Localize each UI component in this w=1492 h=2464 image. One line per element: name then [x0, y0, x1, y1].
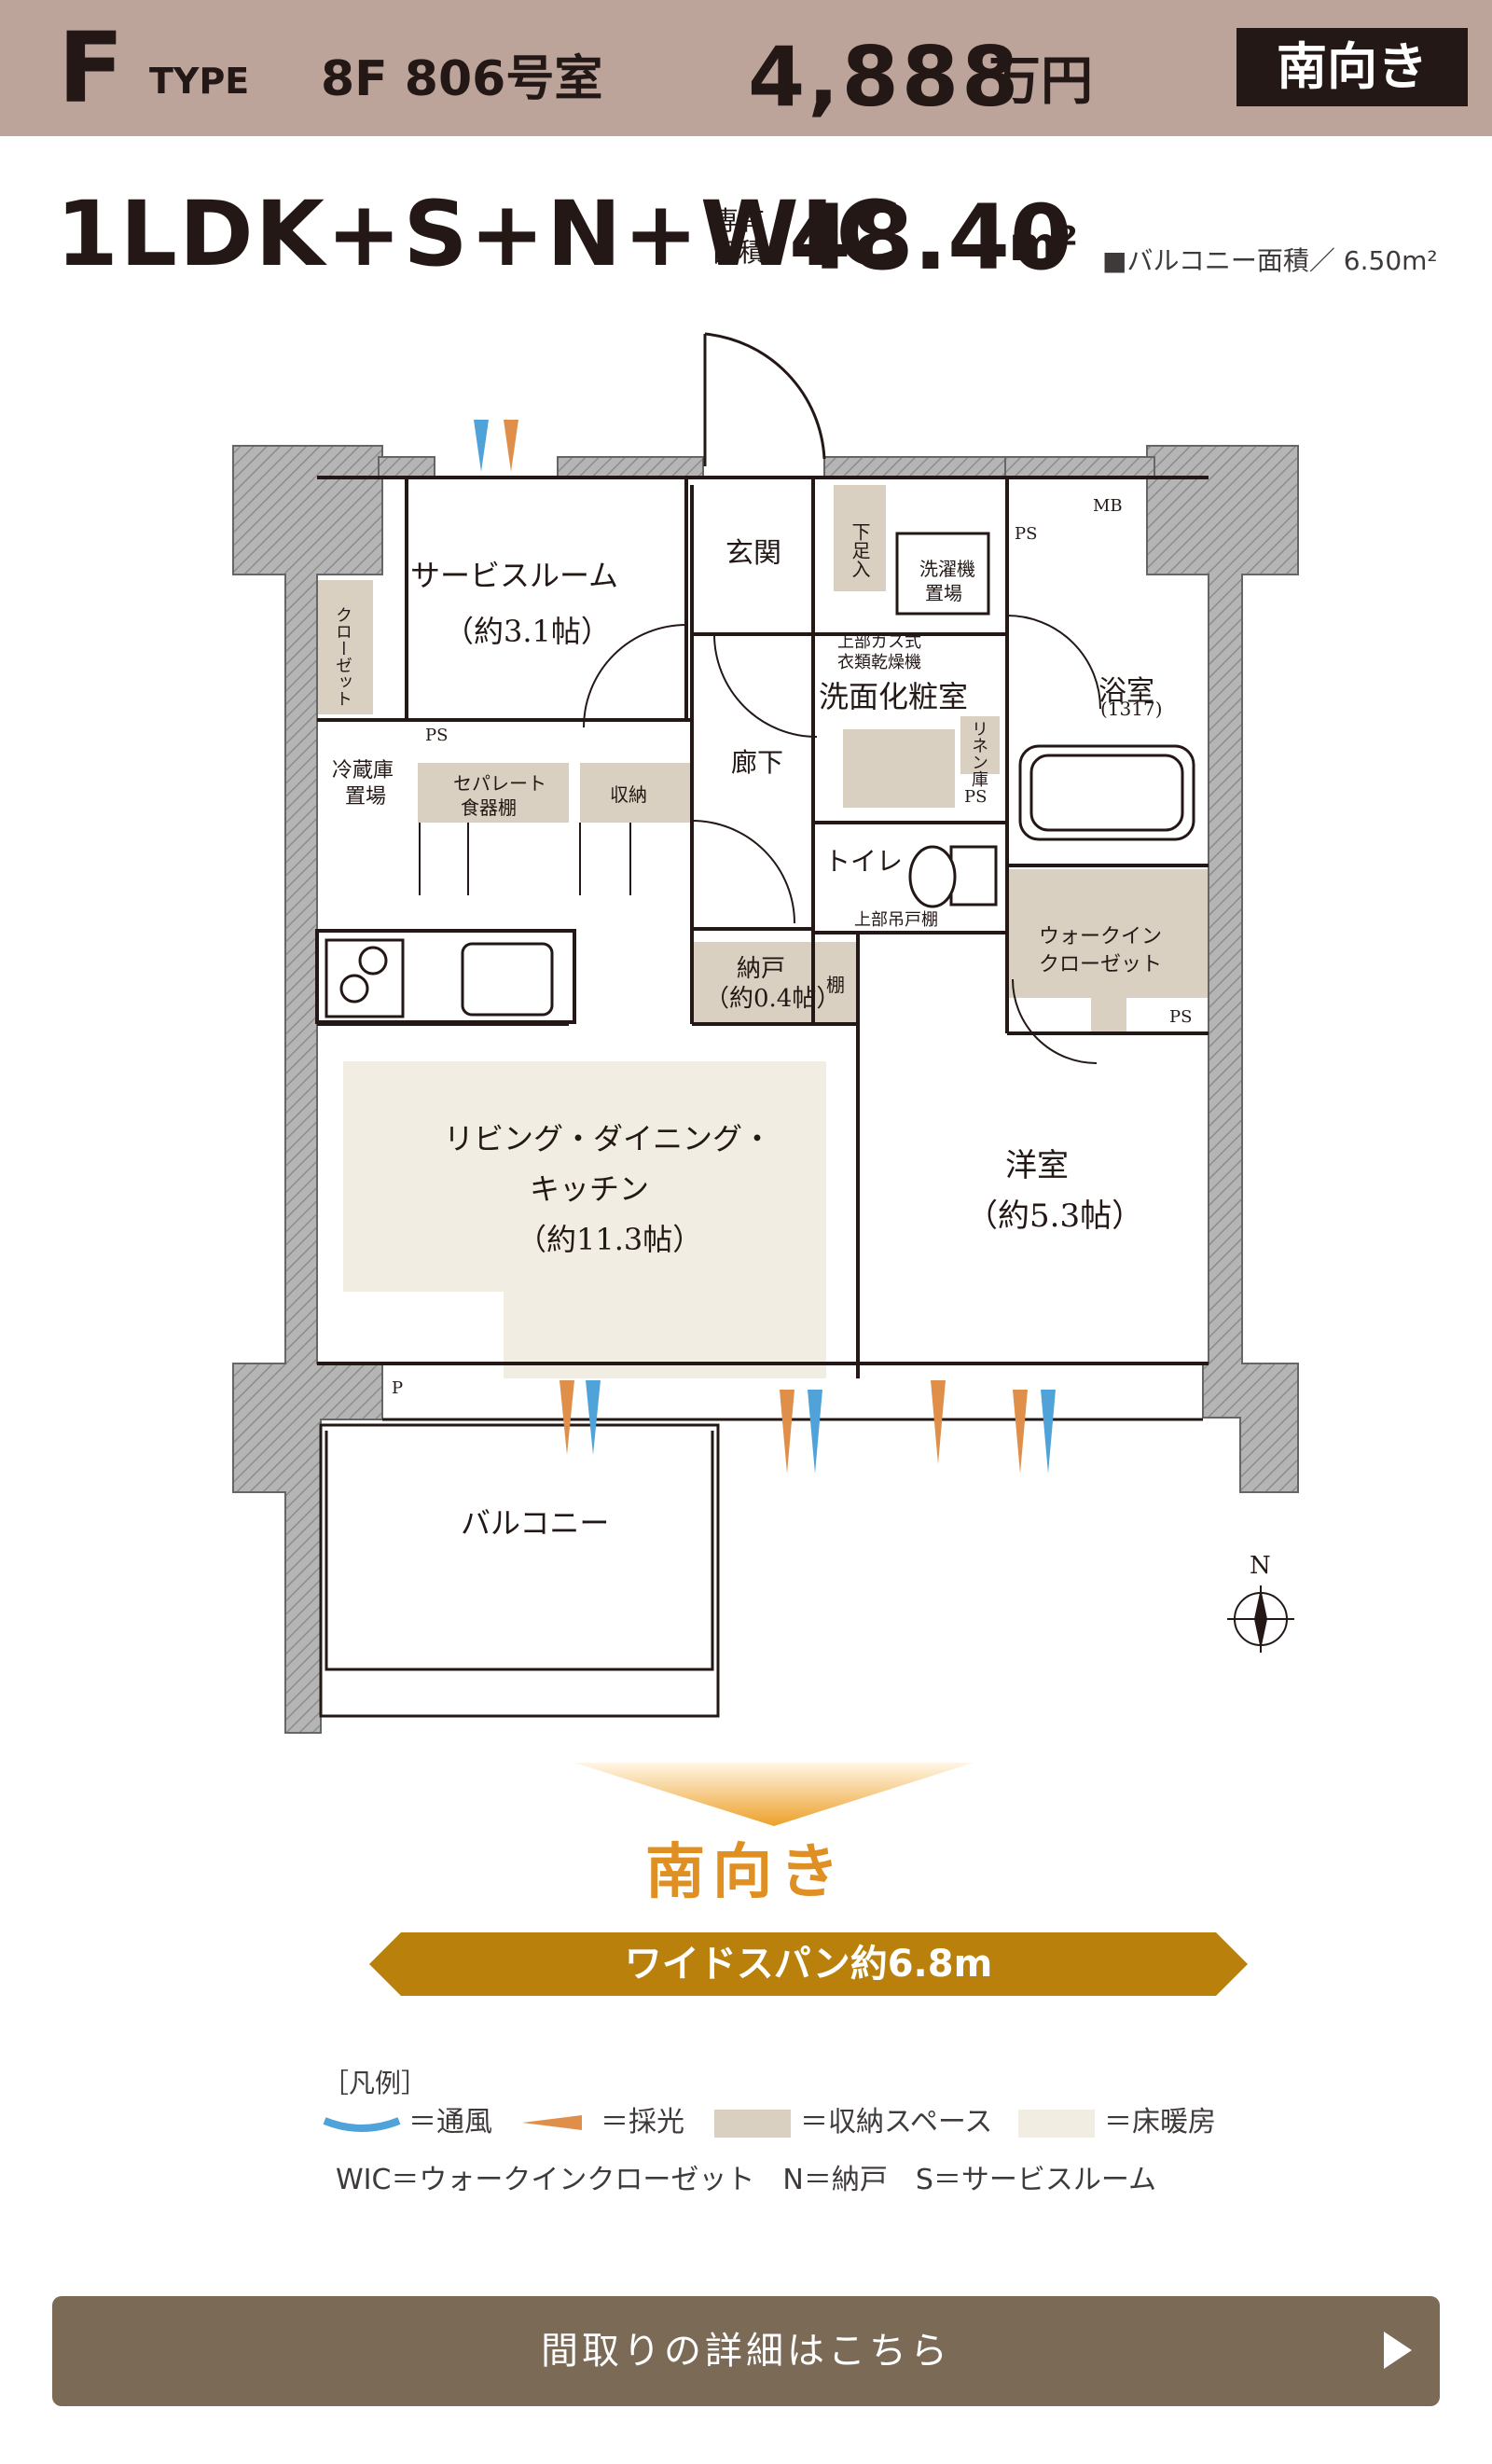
legend-heating: ＝床暖房: [1104, 2106, 1216, 2139]
wic-storage: [1007, 869, 1209, 1033]
type-letter: F: [58, 11, 125, 125]
north-wall-d: [1004, 456, 1155, 478]
legend-ventilation: ＝通風: [408, 2106, 492, 2139]
legend-title: ［凡例］: [323, 2068, 428, 2098]
cupboard-storage: [418, 763, 569, 823]
washer-label: 洗濯機: [919, 558, 975, 580]
storage-box: [580, 763, 690, 823]
price-unit: 万円: [988, 51, 1093, 112]
layout-type: 1LDK+S+N+WIC: [56, 182, 904, 286]
legend-daylight: ＝採光: [601, 2106, 684, 2139]
orientation-label: 南向き: [645, 1838, 847, 1907]
legend-storage-swatch: [714, 2110, 791, 2138]
vent-light-arrows: [474, 420, 1056, 1474]
washer-box: [895, 532, 990, 616]
area-label: 専有面積: [712, 205, 766, 268]
room-toilet: トイレ: [824, 846, 904, 877]
room-wic-2: クローゼット: [1039, 953, 1163, 976]
bathtub: [1018, 744, 1195, 841]
north-wall-c: [823, 456, 1012, 478]
shoe-box-storage: [834, 485, 886, 591]
shoe-box-label: 下足入: [849, 522, 871, 578]
fridge-label-2: 置場: [345, 785, 387, 809]
washbasin-counter: [843, 729, 955, 808]
room-service-size: （約3.1帖）: [444, 614, 611, 649]
room-bath: 浴室: [1098, 675, 1154, 708]
closet-storage: [317, 580, 373, 714]
type-word: TYPE: [149, 61, 250, 102]
room-number: 8F 806号室: [321, 51, 603, 107]
ps-label-4: PS: [1169, 1007, 1193, 1027]
floor-heating-area: [343, 1061, 826, 1378]
legend-storage: ＝収納スペース: [800, 2106, 993, 2139]
room-balcony: バルコニー: [461, 1505, 610, 1541]
dryer-label: 上部ガス式: [837, 632, 921, 652]
orientation-arrow: [574, 1763, 974, 1826]
western-size: （約5.3帖）: [966, 1197, 1144, 1235]
shelf-label: 棚: [826, 974, 845, 996]
balcony-outline: [319, 1418, 1203, 1718]
legend-heating-swatch: [1018, 2110, 1095, 2138]
washer-label-2: 置場: [925, 582, 962, 604]
door-arcs: [419, 615, 1101, 1064]
ps-label-3: PS: [964, 787, 988, 807]
room-service: サービスルーム: [410, 558, 619, 593]
room-western: 洋室: [1005, 1147, 1069, 1184]
entrance-door: [703, 332, 826, 466]
room-closet: クローゼット: [333, 606, 352, 707]
ps-label-1: PS: [425, 726, 449, 745]
area-unit: m²: [1009, 217, 1078, 271]
room-washroom: 洗面化粧室: [819, 679, 969, 714]
storage-label: 収納: [610, 783, 647, 806]
north-wall-b: [557, 456, 704, 478]
north-label: N: [1250, 1552, 1271, 1580]
cupboard-label: セパレート: [453, 772, 546, 795]
legend-abbreviations: WIC＝ウォークインクローゼット N＝納戸 S＝サービスルーム: [335, 2164, 1157, 2196]
nando-storage: [694, 942, 858, 1024]
area-value: 48.40: [789, 186, 1072, 290]
orientation-badge: 南向き: [1236, 28, 1468, 106]
room-wic: ウォークイン: [1039, 925, 1163, 948]
fridge-label: 冷蔵庫: [332, 759, 394, 782]
play-arrow-icon: [1384, 2332, 1412, 2369]
room-corridor: 廊下: [731, 747, 784, 778]
detail-button-label: 間取りの詳細はこちら: [541, 2330, 951, 2373]
header-bar: F TYPE 8F 806号室 4,888 万円 南向き: [0, 0, 1492, 136]
partitions: [315, 476, 1209, 1378]
kitchen: [325, 938, 554, 1018]
room-nando: 納戸: [737, 955, 786, 983]
ldk-size: （約11.3帖）: [517, 1222, 703, 1257]
room-ldk-2: キッチン: [530, 1171, 650, 1207]
price: 4,888: [748, 29, 1022, 125]
p-label: P: [392, 1378, 404, 1398]
wide-span-bar: ワイドスパン約6.8m: [369, 1932, 1248, 1996]
mb-label: MB: [1093, 496, 1123, 516]
balcony-area: ■バルコニー面積／ 6.50m²: [1102, 245, 1438, 276]
legend-vent-swatch: [323, 2117, 401, 2132]
floorplan-detail-button[interactable]: 間取りの詳細はこちら: [52, 2296, 1440, 2406]
nando-size: （約0.4帖）: [705, 985, 841, 1013]
linen-label: リネン庫: [969, 720, 988, 787]
north-wall-a: [378, 456, 435, 478]
upper-cabinet-label: 上部吊戸棚: [854, 910, 938, 930]
ps-label-2: PS: [1015, 524, 1038, 544]
bath-size: (1317): [1100, 698, 1163, 720]
toilet: [908, 845, 998, 908]
dryer-label-2: 衣類乾燥機: [837, 653, 921, 672]
linen-storage: [960, 716, 1000, 774]
east-wall: [1146, 445, 1299, 1493]
west-wall: [232, 445, 383, 1734]
cupboard-label-2: 食器棚: [461, 796, 517, 819]
legend-light-swatch: [522, 2115, 582, 2130]
compass-icon: [1227, 1585, 1294, 1653]
room-ldk: リビング・ダイニング・: [444, 1121, 773, 1156]
room-entrance: 玄関: [725, 537, 781, 570]
